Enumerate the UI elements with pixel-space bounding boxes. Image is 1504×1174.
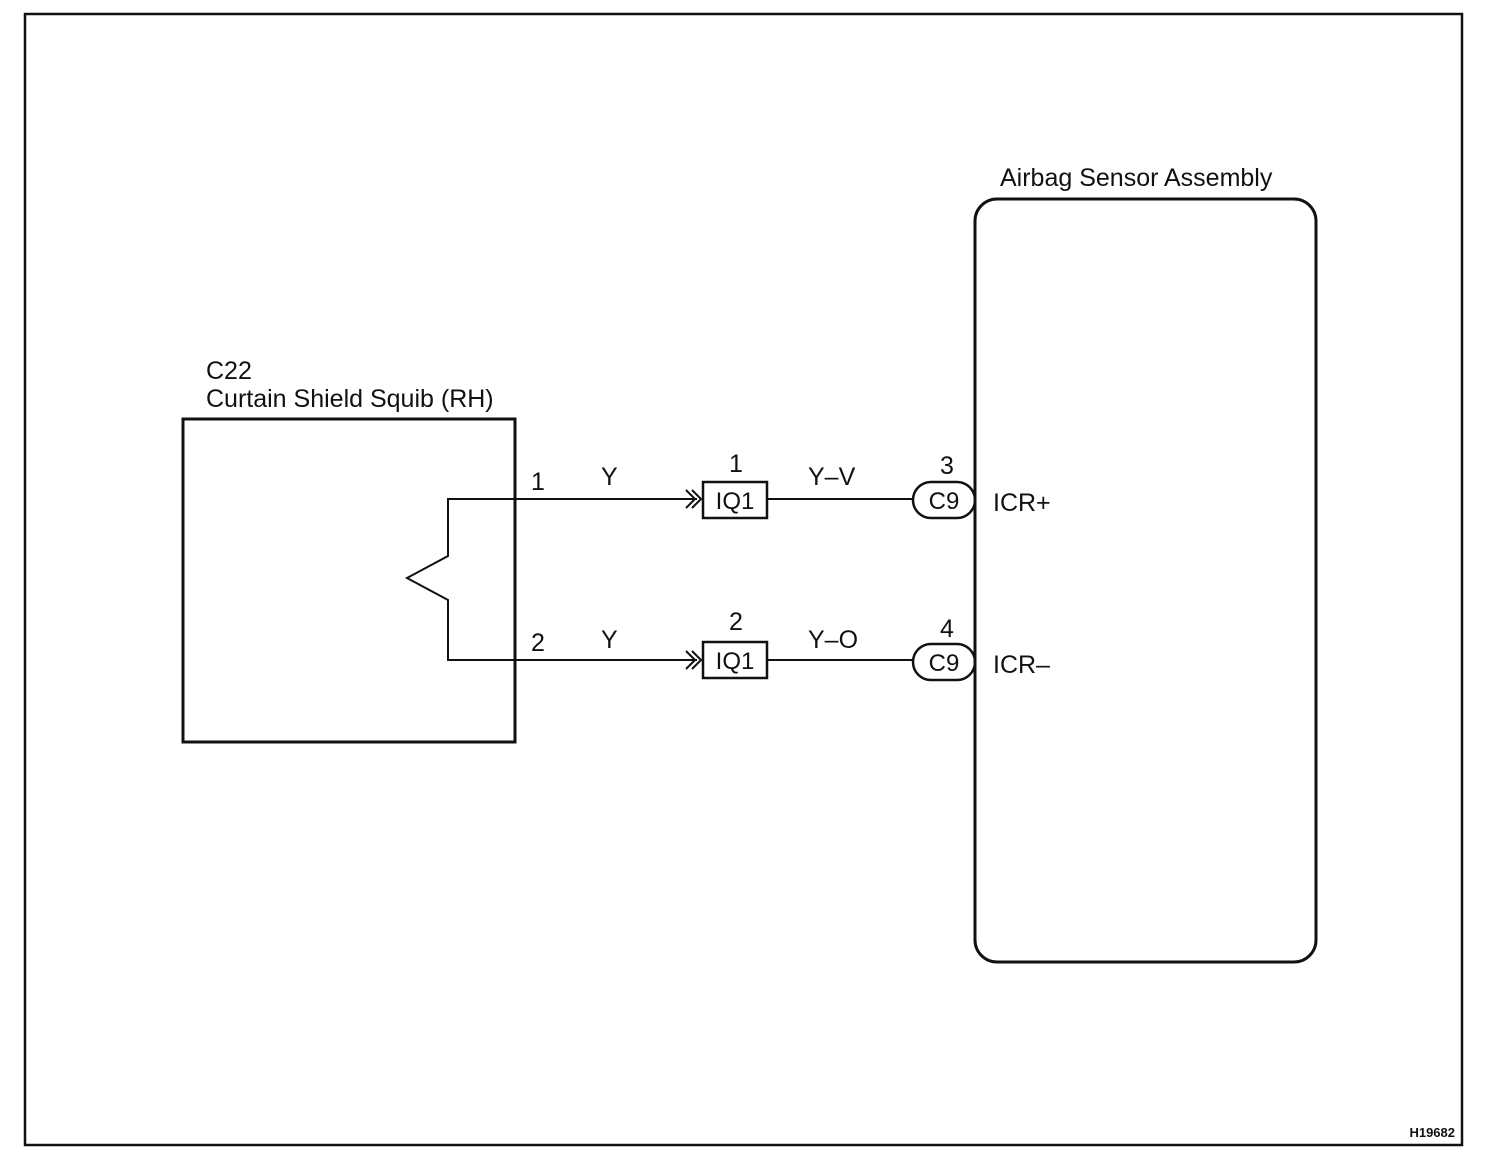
wire-color-label: Y	[601, 463, 618, 491]
connector-chevron-icon	[685, 489, 697, 509]
airbag-sensor-box	[973, 197, 1318, 964]
connector-c9-label: C9	[929, 650, 960, 677]
connector-c9-pill	[911, 642, 977, 682]
junction-pin-number: 1	[729, 450, 743, 478]
connector-pin-number: 3	[940, 452, 954, 480]
wire-color-label: Y–O	[808, 626, 858, 654]
airbag-sensor-name: Airbag Sensor Assembly	[1000, 164, 1273, 192]
junction-connector-label: IQ1	[716, 488, 755, 515]
squib-name: Curtain Shield Squib (RH)	[206, 385, 494, 413]
diagram-frame	[23, 12, 1464, 1147]
connector-c9-label: C9	[929, 488, 960, 515]
squib-component: C22 Curtain Shield Squib (RH)	[181, 357, 517, 744]
squib-box	[181, 417, 517, 744]
squib-code: C22	[206, 357, 252, 385]
squib-pin-2: 2	[531, 629, 545, 657]
connector-chevron-icon	[685, 650, 697, 670]
figure-reference: H19682	[1409, 1125, 1455, 1140]
connector-c9-pill	[911, 480, 977, 520]
circuit-2: 2 Y 2 IQ1 Y–O 4 C9	[515, 608, 977, 682]
airbag-sensor-component: Airbag Sensor Assembly ICR+ ICR–	[973, 164, 1318, 964]
junction-pin-number: 2	[729, 608, 743, 636]
squib-pin-1: 1	[531, 468, 545, 496]
squib-element-symbol	[404, 498, 515, 661]
connector-pin-number: 4	[940, 615, 954, 643]
junction-connector-label: IQ1	[716, 648, 755, 675]
connector-chevron-icon	[691, 650, 703, 670]
terminal-icr-plus: ICR+	[993, 489, 1051, 517]
circuit-1: 1 Y 1 IQ1 Y–V 3 C9	[515, 450, 977, 520]
wire-color-label: Y	[601, 626, 618, 654]
wire-color-label: Y–V	[808, 463, 856, 491]
terminal-icr-minus: ICR–	[993, 651, 1050, 679]
connector-chevron-icon	[691, 489, 703, 509]
